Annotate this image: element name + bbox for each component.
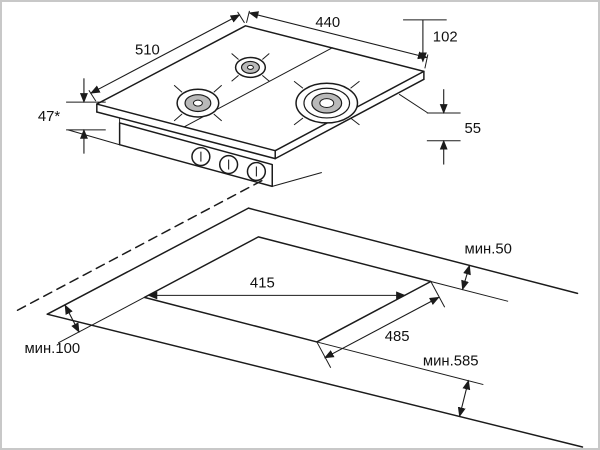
dimension-min-side: мин.100 bbox=[24, 296, 145, 357]
dimension-min-rear: мин.50 bbox=[430, 242, 512, 302]
dim-label-cutout-depth: 485 bbox=[385, 329, 410, 345]
control-knob bbox=[218, 154, 239, 175]
dimension-height-right: 55 bbox=[398, 89, 482, 165]
dim-label-min-rear: мин.50 bbox=[465, 242, 512, 258]
hob-view: 510 440 102 47* bbox=[38, 10, 482, 188]
control-knob bbox=[191, 146, 211, 167]
worktop-outline bbox=[46, 207, 584, 448]
dim-label-height-front: 47* bbox=[38, 109, 61, 125]
worktop-view: 415 485 мин.50 мин.100 мин.585 bbox=[16, 179, 584, 448]
control-knob bbox=[246, 161, 267, 182]
burner-small bbox=[234, 56, 267, 79]
wall-reference-dashed-line bbox=[16, 179, 264, 311]
dimension-offset-right: 102 bbox=[403, 19, 458, 63]
burner-medium bbox=[176, 88, 220, 118]
dim-label-offset-right: 102 bbox=[433, 30, 458, 46]
dimension-min-depth: мин.585 bbox=[316, 341, 484, 418]
dimension-cutout-width: 415 bbox=[147, 275, 407, 300]
dimension-hob-width: 510 bbox=[88, 11, 245, 102]
dim-label-hob-width: 510 bbox=[135, 43, 160, 59]
hob-underside-edges bbox=[96, 70, 425, 160]
dim-label-cutout-width: 415 bbox=[250, 275, 275, 291]
burner-large bbox=[295, 82, 359, 124]
dimension-hob-depth: 440 bbox=[245, 10, 429, 69]
dimension-height-front: 47* bbox=[38, 78, 120, 154]
dim-label-hob-depth: 440 bbox=[315, 15, 340, 31]
worktop-cutout bbox=[143, 236, 432, 343]
dim-label-min-side: мин.100 bbox=[24, 341, 80, 357]
dim-label-height-right: 55 bbox=[465, 121, 482, 137]
dim-label-min-depth: мин.585 bbox=[423, 354, 479, 370]
dimension-cutout-depth: 485 bbox=[316, 281, 446, 368]
